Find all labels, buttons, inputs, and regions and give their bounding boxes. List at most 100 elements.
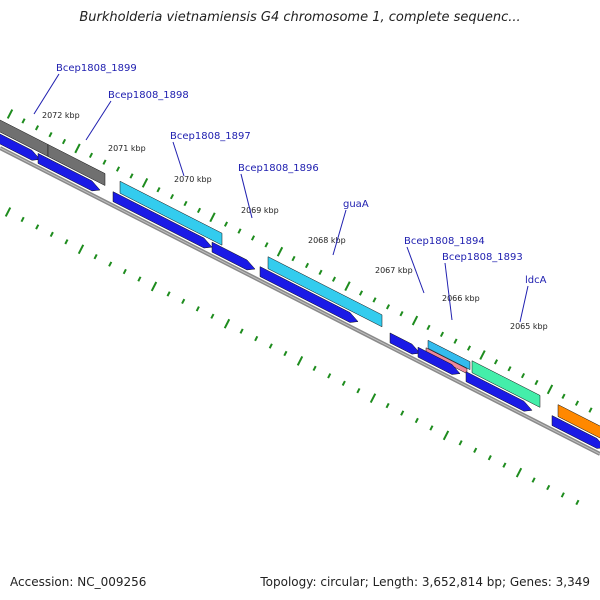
minor-tick (169, 193, 175, 200)
gene-block-bcep1808-1898 (47, 144, 106, 186)
cds-arrow (551, 415, 600, 449)
minor-tick (341, 380, 346, 386)
major-tick (344, 281, 351, 292)
minor-tick (385, 304, 391, 310)
gene-labels: Bcep1808_1899Bcep1808_1898Bcep1808_1897B… (33, 63, 547, 323)
cds-arrow (465, 371, 533, 412)
gene-block-bcep1808-1894 (427, 339, 471, 371)
minor-tick (560, 492, 565, 498)
backbone-highlight (0, 147, 600, 455)
major-tick (6, 109, 14, 119)
major-tick (479, 350, 486, 360)
cds-arrow (259, 266, 359, 323)
minor-tick (312, 365, 317, 372)
minor-tick (250, 235, 256, 241)
gene-label: Bcep1808_1898 (108, 90, 189, 101)
minor-tick (181, 298, 186, 305)
minor-tick (429, 425, 434, 431)
minor-tick (304, 262, 310, 269)
minor-tick (223, 221, 229, 227)
gene-label: Bcep1808_1893 (442, 252, 523, 263)
major-tick (77, 244, 85, 255)
gene-label: ldcA (525, 275, 547, 286)
cds-arrow (417, 346, 461, 375)
cds-arrow (112, 191, 213, 249)
gene-label: Bcep1808_1896 (238, 163, 319, 174)
minor-tick (400, 410, 405, 416)
minor-tick (502, 462, 507, 468)
minor-tick (356, 388, 361, 394)
label-leader-line (172, 141, 185, 177)
kbp-label: 2069 kbp (241, 206, 279, 215)
minor-tick (137, 276, 142, 282)
gene-label: Bcep1808_1899 (56, 63, 137, 74)
minor-tick (49, 231, 54, 238)
gene-label: Bcep1808_1894 (404, 236, 485, 247)
minor-tick (35, 224, 40, 230)
label-leader-line (85, 100, 112, 141)
kbp-label: 2068 kbp (308, 236, 346, 245)
minor-tick (88, 152, 94, 158)
minor-tick (473, 447, 478, 453)
minor-tick (21, 118, 26, 124)
minor-tick (196, 207, 202, 214)
minor-tick (575, 499, 580, 506)
major-tick (223, 318, 231, 329)
label-leader-line (406, 246, 425, 294)
minor-tick (156, 187, 161, 193)
gene-block-orange (557, 404, 600, 439)
major-tick (411, 315, 419, 326)
minor-tick (48, 131, 53, 138)
label-leader-line (444, 262, 453, 321)
major-tick (4, 207, 12, 217)
kbp-label: 2066 kbp (442, 294, 480, 303)
minor-tick (331, 276, 337, 282)
gene-features (0, 119, 600, 449)
label-leader-line (240, 173, 253, 219)
minor-tick (561, 393, 566, 399)
cds-arrow (389, 332, 421, 355)
minor-tick (166, 291, 171, 297)
major-tick (150, 281, 158, 292)
accession-text: Accession: NC_009256 (10, 575, 147, 589)
kbp-label: 2070 kbp (174, 175, 212, 184)
minor-tick (493, 359, 499, 365)
kbp-label: 2072 kbp (42, 111, 80, 120)
minor-tick (195, 306, 200, 312)
genome-summary-text: Topology: circular; Length: 3,652,814 bp… (260, 575, 590, 589)
minor-tick (129, 173, 134, 179)
kbp-label: 2071 kbp (108, 144, 146, 153)
kbp-label: 2067 kbp (375, 266, 413, 275)
outer-tick-ring (6, 109, 593, 413)
minor-tick (108, 261, 113, 267)
major-tick (546, 384, 554, 395)
gene-label: Bcep1808_1897 (170, 131, 251, 142)
minor-tick (487, 455, 492, 461)
minor-tick (93, 253, 98, 260)
cds-arrow (211, 241, 256, 271)
kbp-labels: 2072 kbp 2071 kbp 2070 kbp 2069 kbp 2068 kbp… (42, 111, 548, 331)
minor-tick (327, 373, 332, 379)
minor-tick (385, 402, 390, 409)
minor-tick (534, 379, 539, 386)
minor-tick (64, 239, 69, 245)
kbp-label: 2065 kbp (510, 322, 548, 331)
minor-tick (458, 440, 463, 446)
minor-tick (546, 484, 551, 491)
label-leader-line (332, 209, 347, 256)
minor-tick (520, 372, 526, 379)
minor-tick (574, 400, 580, 406)
major-tick (515, 467, 523, 478)
minor-tick (588, 407, 593, 413)
gene-block-ldcA (471, 360, 541, 408)
minor-tick (372, 297, 377, 303)
major-tick (209, 212, 216, 223)
label-leader-line (33, 73, 60, 115)
minor-tick (466, 345, 472, 351)
minor-tick (239, 328, 244, 334)
minor-tick (268, 343, 273, 349)
inner-tick-ring (4, 207, 580, 506)
minor-tick (115, 166, 121, 172)
